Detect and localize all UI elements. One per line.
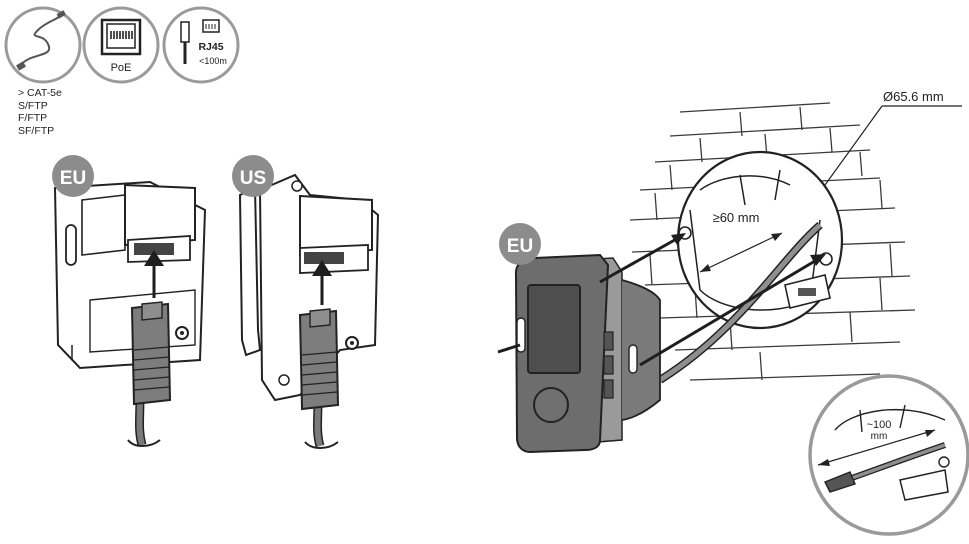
eu-insert-arrow [144,250,164,298]
screw-spacing-text: ≥60 mm [713,210,760,225]
cable-type-item: F/FTP [18,112,48,124]
cable-type-item: SF/FTP [18,124,55,137]
cable-type-item: S/FTP [18,99,48,112]
cable-length-unit: mm [871,431,888,442]
rj45-label: RJ45 [198,41,223,53]
eu-cable-connector [127,301,172,447]
poe-label: PoE [111,62,132,74]
cable-type-item: > CAT-5e [18,87,62,99]
rj45-length: <100m [199,56,227,66]
us-badge: US [232,155,274,197]
box-diameter-text: Ø65.6 mm [883,89,944,104]
eu-badge-left: EU [52,155,94,197]
us-mounting-plate [238,173,380,402]
cable-length-value: ~100 [867,419,892,431]
alignment-arrows [497,233,826,367]
screw-spacing-callout: ≥60 mm [699,210,783,273]
us-cable-connector [298,308,340,449]
poe-icon: PoE [82,6,160,84]
us-badge-text: US [240,168,266,189]
us-insert-arrow [312,260,332,305]
cable-icon [4,6,82,84]
eu-badge-right: EU [499,223,541,265]
rj45-icon: RJ45 <100m [162,6,240,84]
flush-box [676,150,844,330]
eu-mounting-plate [53,180,207,370]
eu-badge-text: EU [60,168,86,189]
device-unit [514,253,661,454]
eu-badge-right-text: EU [507,236,533,257]
cable-length-detail: ~100 mm [808,374,969,536]
cable-type-list: > CAT-5e S/FTP F/FTP SF/FTP [18,87,62,137]
box-diameter-callout: Ø65.6 mm [824,89,962,186]
